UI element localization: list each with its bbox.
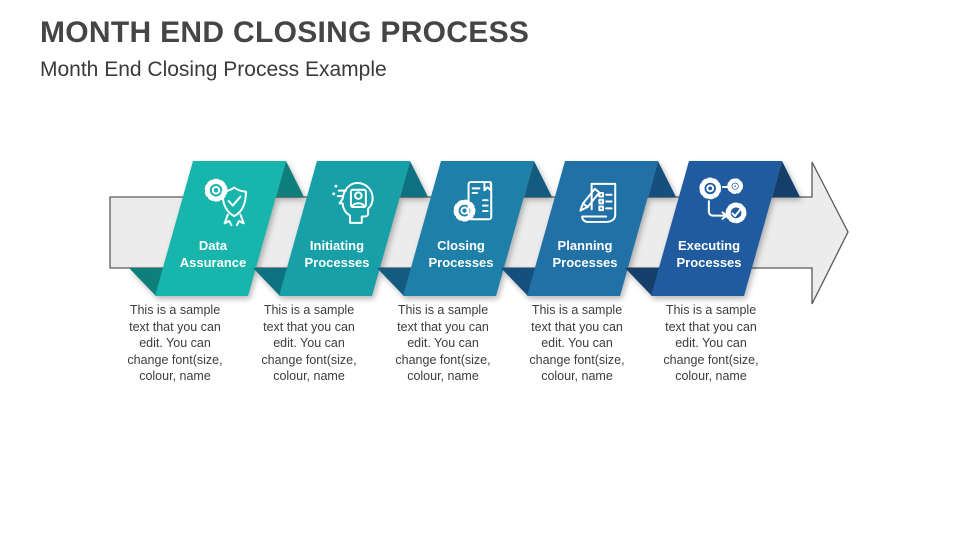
process-arrow-shape	[109, 161, 849, 305]
step-description: This is a sample text that you can edit.…	[261, 303, 357, 383]
step-description: This is a sample text that you can edit.…	[127, 303, 223, 383]
step-description: This is a sample text that you can edit.…	[663, 303, 759, 383]
slide-title: MONTH END CLOSING PROCESS	[40, 16, 530, 49]
step-description: This is a sample text that you can edit.…	[395, 303, 491, 383]
slide-subtitle: Month End Closing Process Example	[40, 58, 387, 81]
step-description: This is a sample text that you can edit.…	[529, 303, 625, 383]
